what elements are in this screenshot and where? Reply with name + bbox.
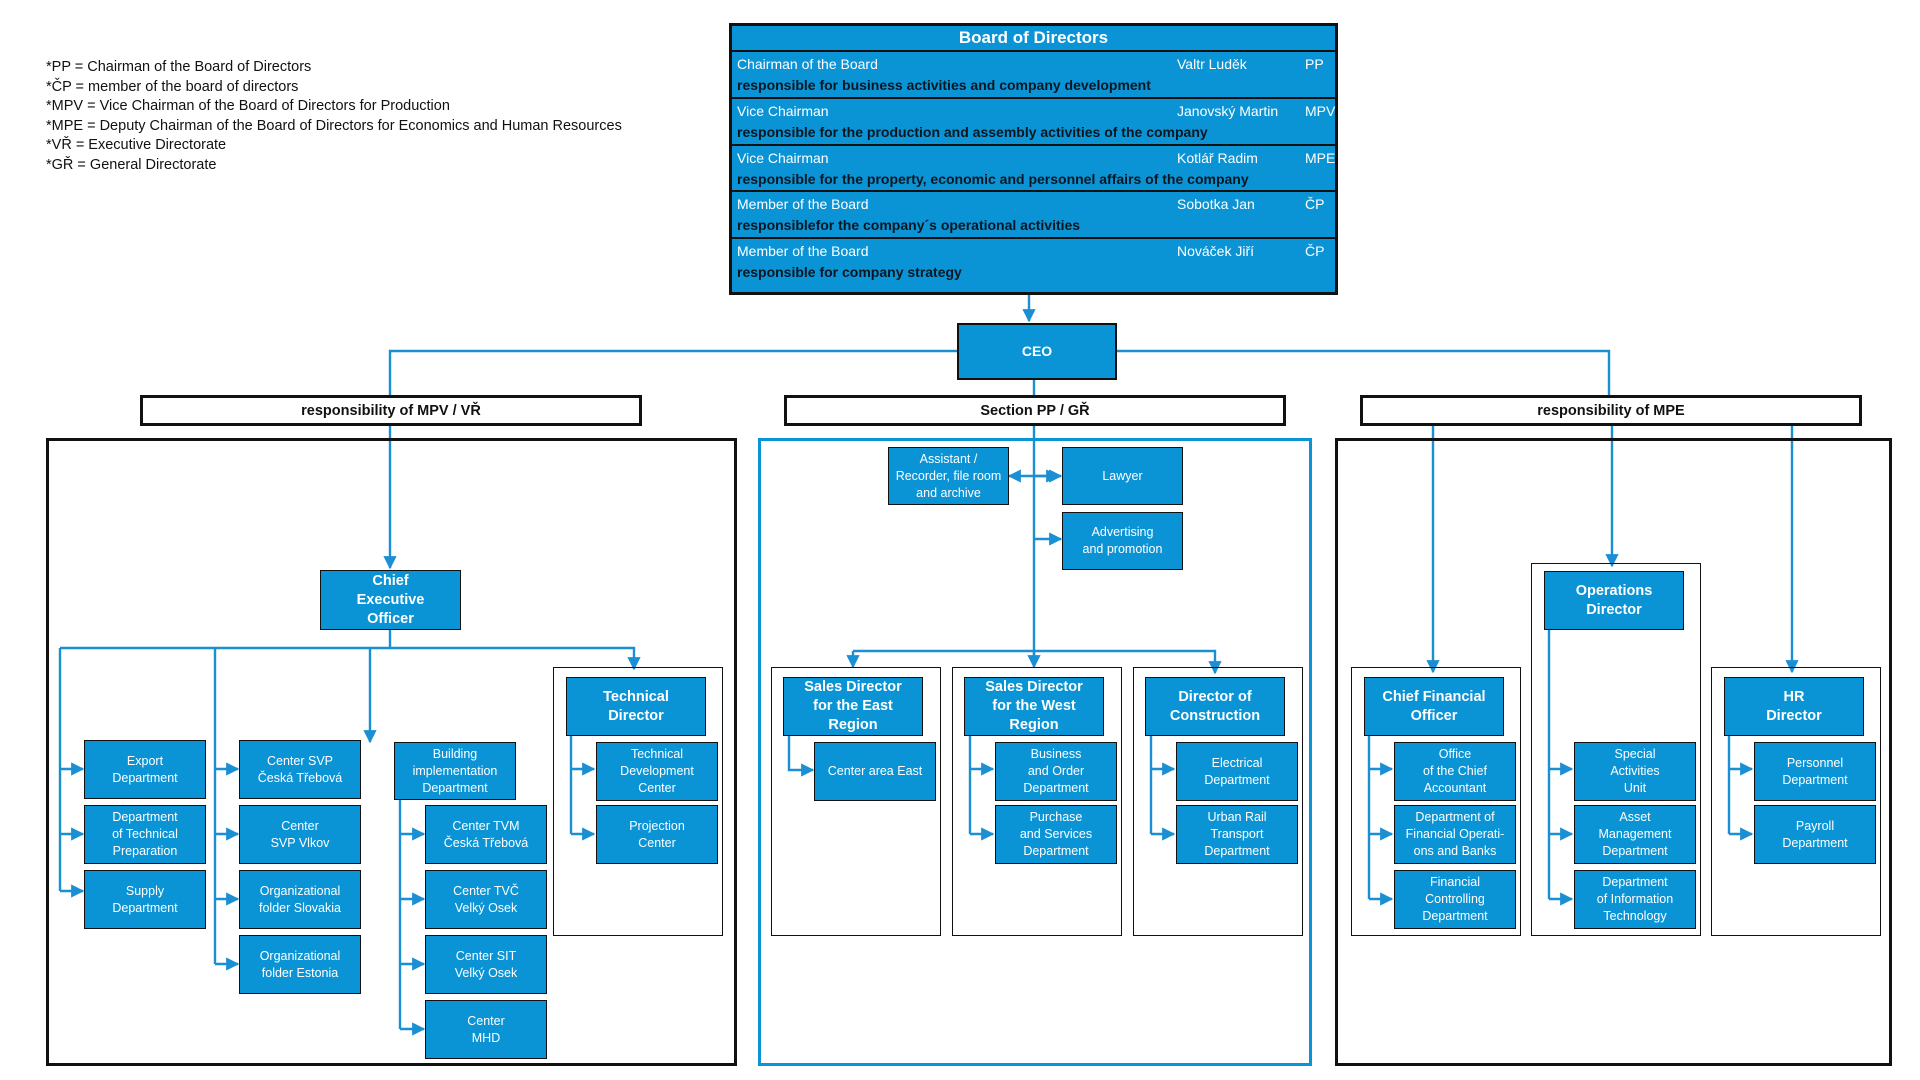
- asset-management-box: Asset Management Department: [1574, 805, 1696, 864]
- purchase-services-department-box: Purchase and Services Department: [995, 805, 1117, 864]
- supply-department-box: Supply Department: [84, 870, 206, 929]
- legend: *PP = Chairman of the Board of Directors…: [46, 58, 622, 175]
- lawyer-box: Lawyer: [1062, 447, 1183, 505]
- technical-preparation-box: Department of Technical Preparation: [84, 805, 206, 864]
- member-abbr: MPE: [1305, 149, 1336, 166]
- center-svp-vlkov-box: Center SVP Vlkov: [239, 805, 361, 864]
- projection-center-box: Projection Center: [596, 805, 718, 864]
- personnel-department-box: Personnel Department: [1754, 742, 1876, 801]
- center-area-east-box: Center area East: [814, 742, 936, 801]
- special-activities-unit-box: Special Activities Unit: [1574, 742, 1696, 801]
- section-header-middle: Section PP / GŘ: [784, 395, 1286, 426]
- member-responsibility: responsible for business activities and …: [737, 77, 1151, 93]
- building-implementation-box: Building implementation Department: [394, 742, 516, 800]
- chief-financial-officer-box: Chief Financial Officer: [1364, 677, 1504, 736]
- legend-item: *MPE = Deputy Chairman of the Board of D…: [46, 117, 622, 134]
- member-role: Member of the Board: [737, 196, 869, 213]
- member-name: Nováček Jiří: [1177, 243, 1255, 260]
- east-subframe: [771, 667, 941, 936]
- member-role: Member of the Board: [737, 243, 869, 260]
- member-responsibility: responsiblefor the company´s operational…: [737, 217, 1081, 234]
- sales-director-west-box: Sales Director for the West Region: [964, 677, 1104, 736]
- advertising-box: Advertising and promotion: [1062, 512, 1183, 570]
- middle-frame: [758, 438, 1312, 1066]
- construction-subframe: [1133, 667, 1303, 936]
- legend-item: *ČP = member of the board of directors: [46, 78, 299, 95]
- member-responsibility: responsible for the production and assem…: [737, 123, 1208, 140]
- technical-director-box: Technical Director: [566, 677, 706, 736]
- center-tvc-box: Center TVČ Velký Osek: [425, 870, 547, 929]
- org-folder-slovakia-box: Organizational folder Slovakia: [239, 870, 361, 929]
- legend-item: *MPV = Vice Chairman of the Board of Dir…: [46, 98, 450, 114]
- board-title: Board of Directors: [732, 26, 1335, 52]
- member-abbr: ČP: [1305, 243, 1325, 260]
- board-member-row: Member of the Board Sobotka Jan ČP respo…: [732, 192, 1335, 240]
- hr-subframe: [1711, 667, 1881, 936]
- legend-item: *GŘ = General Directorate: [46, 156, 217, 173]
- member-name: Kotlář Radim: [1177, 149, 1258, 166]
- legend-item: *PP = Chairman of the Board of Directors: [46, 59, 312, 75]
- west-subframe: [952, 667, 1122, 936]
- member-abbr: ČP: [1305, 196, 1325, 213]
- member-abbr: PP: [1305, 56, 1324, 72]
- center-tvm-box: Center TVM Česká Třebová: [425, 805, 547, 864]
- business-order-department-box: Business and Order Department: [995, 742, 1117, 801]
- center-svp-ceska-trebova-box: Center SVP Česká Třebová: [239, 740, 361, 799]
- sales-director-east-box: Sales Director for the East Region: [783, 677, 923, 736]
- member-name: Sobotka Jan: [1177, 196, 1255, 213]
- member-responsibility: responsible for the property, economic a…: [737, 170, 1249, 187]
- operations-director-box: Operations Director: [1544, 571, 1684, 630]
- cfo-subframe: [1351, 667, 1521, 936]
- org-folder-estonia-box: Organizational folder Estonia: [239, 935, 361, 994]
- technical-development-center-box: Technical Development Center: [596, 742, 718, 801]
- ceo-box: CEO: [957, 323, 1117, 380]
- center-mhd-box: Center MHD: [425, 1000, 547, 1059]
- board-member-row: Vice Chairman Janovský Martin MPV respon…: [732, 99, 1335, 146]
- board-of-directors: Board of Directors Chairman of the Board…: [729, 23, 1338, 295]
- member-responsibility: responsible for company strategy: [737, 264, 962, 281]
- financial-controlling-box: Financial Controlling Department: [1394, 870, 1516, 929]
- center-sit-box: Center SIT Velký Osek: [425, 935, 547, 994]
- operations-subframe: [1531, 563, 1701, 936]
- member-role: Vice Chairman: [737, 102, 829, 119]
- information-technology-box: Department of Information Technology: [1574, 870, 1696, 929]
- board-member-row: Vice Chairman Kotlář Radim MPE responsib…: [732, 146, 1335, 193]
- member-abbr: MPV: [1305, 102, 1336, 119]
- chief-accountant-office-box: Office of the Chief Accountant: [1394, 742, 1516, 801]
- section-header-right: responsibility of MPE: [1360, 395, 1862, 426]
- board-member-row: Member of the Board Nováček Jiří ČP resp…: [732, 239, 1335, 286]
- board-member-row: Chairman of the Board Valtr Luděk PP res…: [732, 52, 1335, 99]
- technical-subframe: [553, 667, 723, 936]
- hr-director-box: HR Director: [1724, 677, 1864, 736]
- urban-rail-department-box: Urban Rail Transport Department: [1176, 805, 1298, 864]
- assistant-box: Assistant / Recorder, file room and arch…: [888, 447, 1009, 505]
- electrical-department-box: Electrical Department: [1176, 742, 1298, 801]
- right-frame: [1335, 438, 1892, 1066]
- member-name: Janovský Martin: [1177, 102, 1279, 119]
- left-frame: [46, 438, 737, 1066]
- member-role: Chairman of the Board: [737, 56, 878, 72]
- chief-executive-officer-box: Chief Executive Officer: [320, 570, 461, 630]
- section-header-left: responsibility of MPV / VŘ: [140, 395, 642, 426]
- member-role: Vice Chairman: [737, 149, 829, 166]
- export-department-box: Export Department: [84, 740, 206, 799]
- financial-operations-box: Department of Financial Operati- ons and…: [1394, 805, 1516, 864]
- member-name: Valtr Luděk: [1177, 56, 1247, 72]
- payroll-department-box: Payroll Department: [1754, 805, 1876, 864]
- legend-item: *VŘ = Executive Directorate: [46, 137, 227, 153]
- director-of-construction-box: Director of Construction: [1145, 677, 1285, 736]
